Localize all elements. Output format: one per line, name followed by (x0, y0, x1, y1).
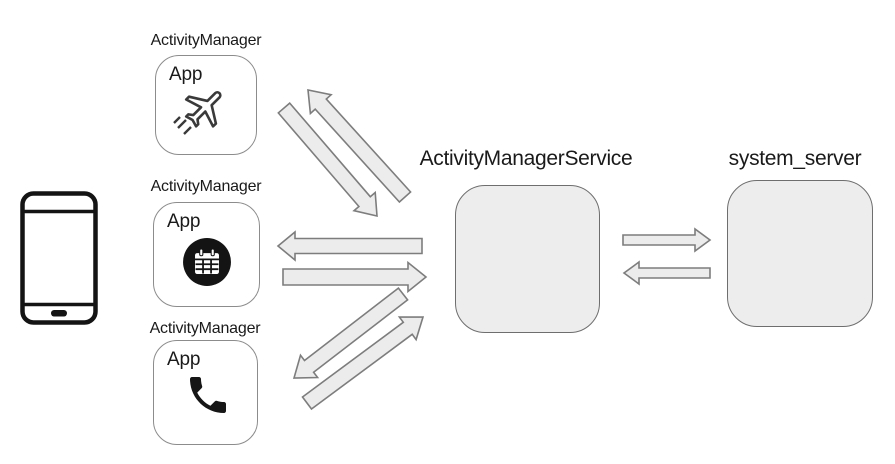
app2-title: App (167, 211, 201, 232)
arrow-app1-to-ams (277, 101, 378, 218)
app1-activitymanager-label: ActivityManager (150, 32, 262, 49)
ams-title: ActivityManagerService (419, 147, 633, 170)
calendar-icon (183, 238, 231, 286)
app3-box: App (153, 340, 258, 445)
arrow-server-to-ams (622, 260, 711, 286)
arrow-app2-to-ams (282, 260, 428, 294)
app3-title: App (167, 349, 201, 370)
system-server-title: system_server (728, 147, 862, 170)
ams-box (455, 185, 600, 333)
arrow-ams-to-app1 (307, 88, 412, 204)
system-server-box (727, 180, 873, 327)
airplane-takeoff-icon (173, 90, 222, 135)
arrow-app3-to-ams (301, 316, 425, 411)
arrow-ams-to-app2 (276, 230, 423, 262)
arrow-ams-to-app3 (292, 286, 409, 379)
home-button (51, 310, 67, 317)
app2-box: App (153, 202, 260, 307)
app1-box: App (155, 55, 257, 155)
phone-handset-icon (190, 377, 226, 413)
app1-title: App (169, 64, 203, 85)
arrow-ams-to-server (622, 227, 712, 253)
smartphone-icon (20, 191, 98, 325)
app2-activitymanager-label: ActivityManager (150, 178, 262, 195)
app3-activitymanager-label: ActivityManager (149, 320, 261, 337)
